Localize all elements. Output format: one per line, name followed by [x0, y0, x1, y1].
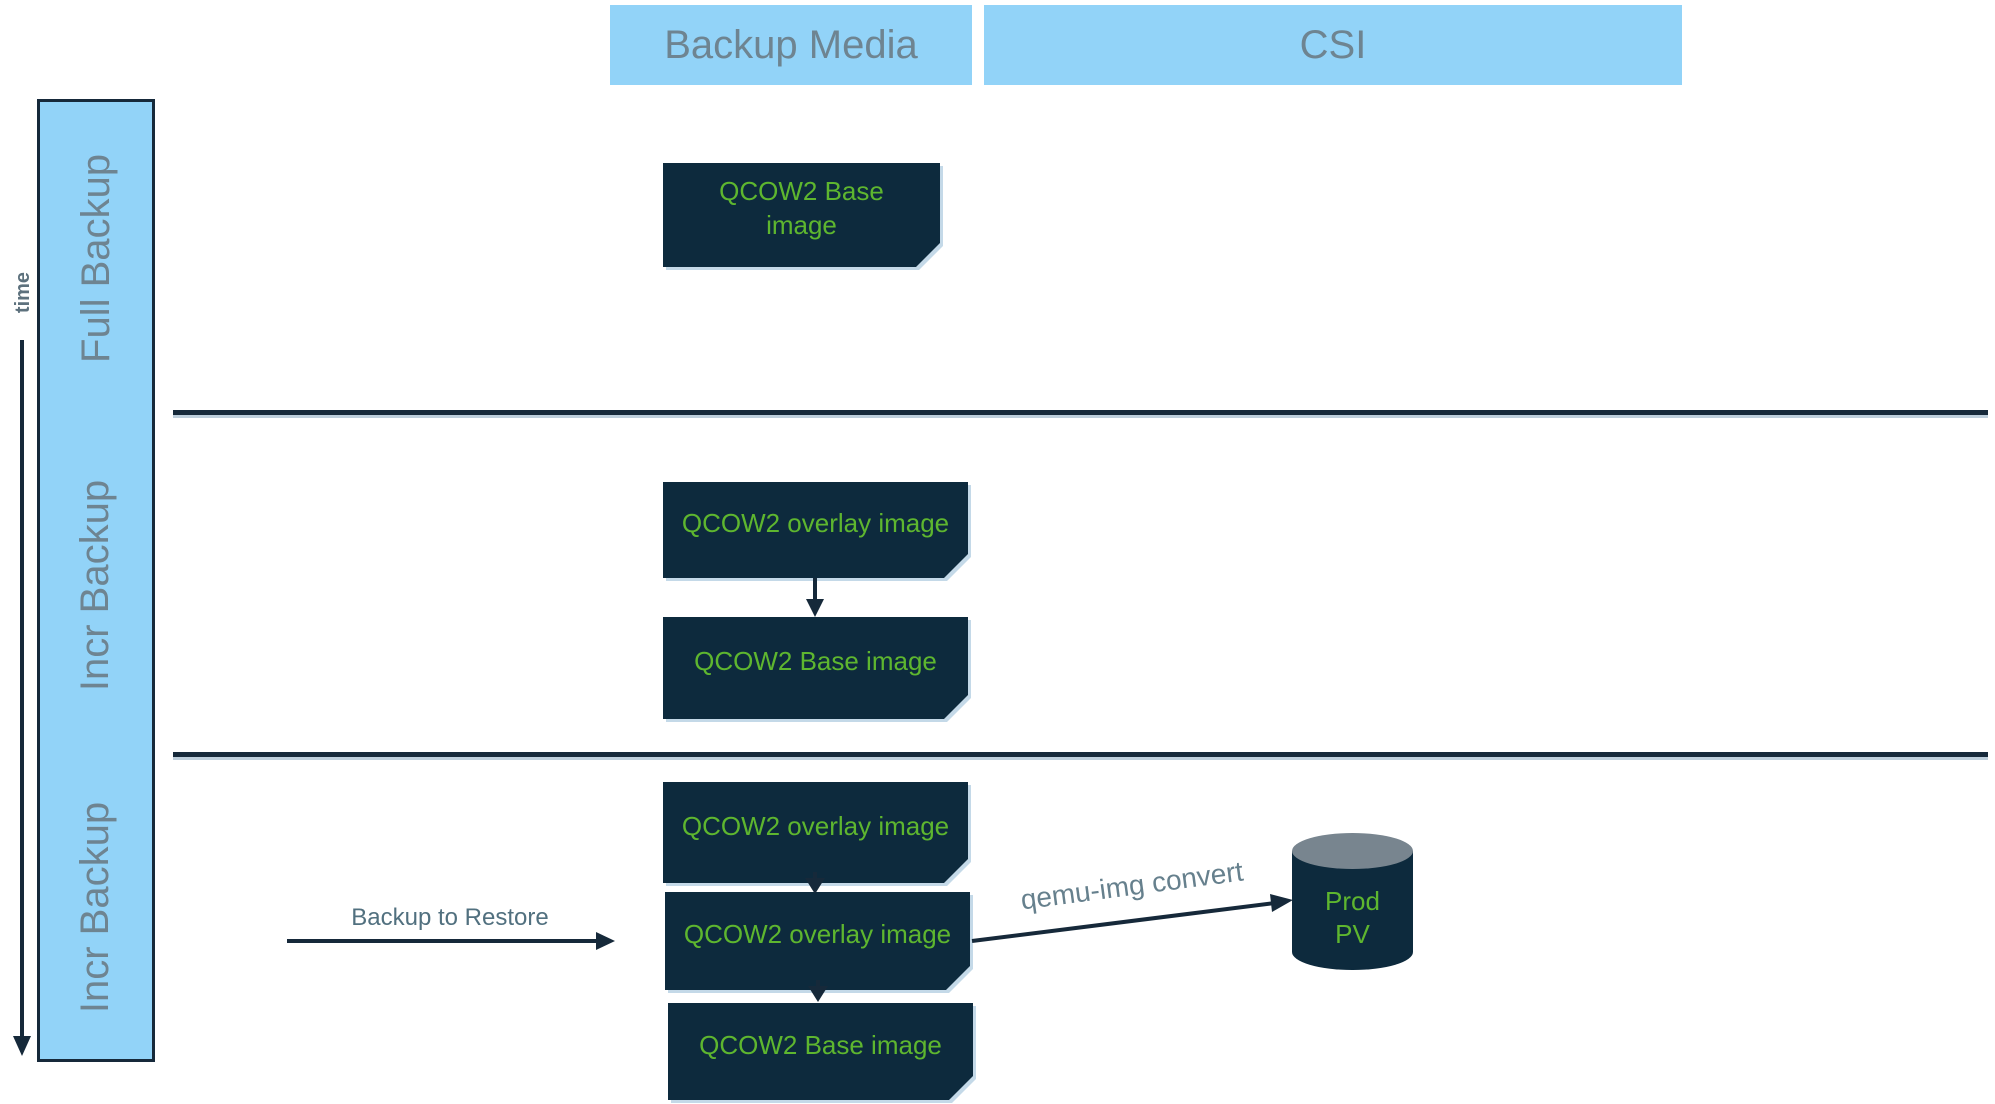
time-axis-label: time — [12, 271, 35, 313]
timeline-sidebar: Full Backup Incr Backup Incr Backup — [37, 99, 155, 1062]
box-incr2-overlay-image-1: QCOW2 overlay image — [663, 782, 968, 883]
box-incr1-base-image: QCOW2 Base image — [663, 617, 968, 719]
box-label: QCOW2 Base image — [694, 646, 937, 677]
box-label: QCOW2 overlay image — [683, 919, 952, 950]
box-label: QCOW2 overlay image — [681, 810, 950, 841]
sidebar-section-incr-backup-1: Incr Backup — [40, 415, 152, 756]
incr1-overlay-to-base-arrow-head — [806, 599, 824, 617]
column-header-csi: CSI — [984, 5, 1682, 85]
backup-to-restore-label: Backup to Restore — [351, 904, 549, 931]
box-incr2-overlay-image-2: QCOW2 overlay image — [665, 892, 970, 990]
sidebar-section-full-backup: Full Backup — [40, 102, 152, 415]
box-label: QCOW2 Base image — [699, 1029, 942, 1060]
qemu-img-convert-arrow-head — [1270, 894, 1293, 912]
prod-pv-label-line2: PV — [1335, 918, 1370, 949]
sidebar-label-incr-backup-1: Incr Backup — [73, 479, 118, 692]
sidebar-label-full-backup: Full Backup — [73, 154, 118, 363]
prod-pv-cylinder-icon: Prod PV — [1292, 833, 1413, 970]
cylinder-top-face — [1292, 833, 1413, 869]
time-arrow-head — [13, 1036, 31, 1056]
box-incr2-base-image: QCOW2 Base image — [668, 1003, 973, 1100]
box-full-backup-base-image: QCOW2 Base image — [663, 163, 940, 267]
box-label: QCOW2 overlay image — [681, 508, 950, 539]
box-incr1-overlay-image: QCOW2 overlay image — [663, 482, 968, 578]
box-label: QCOW2 Base image — [719, 176, 884, 240]
divider-line-1 — [173, 410, 1988, 415]
sidebar-label-incr-backup-2: Incr Backup — [73, 801, 118, 1014]
cylinder-body: Prod PV — [1292, 851, 1413, 970]
prod-pv-label-line1: Prod — [1325, 886, 1380, 916]
sidebar-section-incr-backup-2: Incr Backup — [40, 756, 152, 1059]
column-header-backup-media: Backup Media — [610, 5, 972, 85]
divider-line-2 — [173, 752, 1988, 757]
qemu-img-convert-label: qemu-img convert — [1018, 855, 1246, 916]
